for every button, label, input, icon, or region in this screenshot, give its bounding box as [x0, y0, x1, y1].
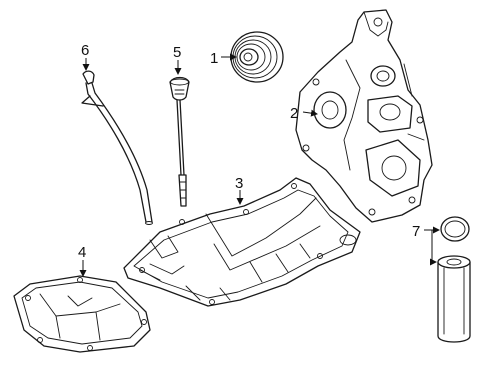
callout-6: 6 — [81, 42, 89, 59]
dipstick — [169, 76, 190, 207]
callout-4: 4 — [78, 244, 86, 261]
callout-1: 1 — [210, 50, 218, 67]
callout-3: 3 — [235, 175, 243, 192]
lower-oil-pan — [13, 275, 151, 353]
callout-2: 2 — [290, 105, 298, 122]
callout-7: 7 — [412, 223, 420, 240]
crankshaft-pulley — [230, 31, 284, 83]
upper-oil-pan — [123, 177, 361, 307]
oil-filter — [437, 255, 471, 343]
callout-5: 5 — [173, 44, 181, 61]
dipstick-tube — [81, 70, 153, 225]
leader-lines — [79, 53, 440, 277]
oil-filter-o-ring — [440, 216, 470, 242]
timing-cover — [295, 9, 433, 223]
